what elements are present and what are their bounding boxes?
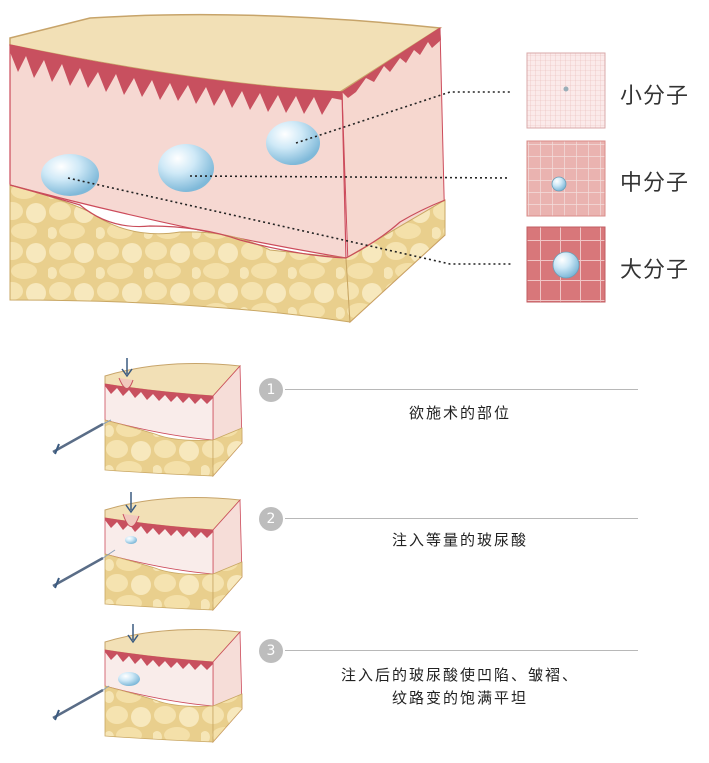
droplet-medium-molecule xyxy=(158,144,214,192)
step3-filler-droplet xyxy=(118,672,140,686)
droplet-small-molecule xyxy=(266,121,320,165)
epidermis-zigzag xyxy=(10,45,342,115)
small-molecule-dot xyxy=(563,86,569,92)
step1-skin-block xyxy=(52,358,243,478)
legend-label-medium: 中分子 xyxy=(620,171,690,196)
legend-large-swatch xyxy=(526,226,606,303)
step1-text: 欲施术的部位 xyxy=(408,404,511,422)
legend-label-large: 大分子 xyxy=(620,258,690,283)
large-molecule-dot xyxy=(552,251,580,279)
step3-skin-block xyxy=(52,624,243,744)
step3-badge: 3 xyxy=(259,639,283,663)
legend-small-swatch xyxy=(526,52,606,129)
connector-lines xyxy=(67,91,512,265)
step2-text: 注入等量的玻尿酸 xyxy=(391,531,528,549)
step3-text-line1: 注入后的玻尿酸使凹陷、皱褶、 xyxy=(340,666,579,684)
legend-medium-swatch xyxy=(526,140,606,217)
step3-text-line2: 纹路变的饱满平坦 xyxy=(391,689,528,707)
connector-medium xyxy=(189,175,511,179)
step1-divider xyxy=(285,389,638,390)
step3-divider xyxy=(285,650,638,651)
droplet-large-molecule xyxy=(41,154,99,196)
step1-badge: 1 xyxy=(259,378,283,402)
connector-large xyxy=(67,177,512,265)
legend-label-small: 小分子 xyxy=(620,84,690,109)
step2-divider xyxy=(285,518,638,519)
medium-molecule-dot xyxy=(551,176,567,192)
step2-filler-droplet xyxy=(125,536,137,544)
step2-skin-block xyxy=(52,492,243,612)
step2-badge: 2 xyxy=(259,507,283,531)
